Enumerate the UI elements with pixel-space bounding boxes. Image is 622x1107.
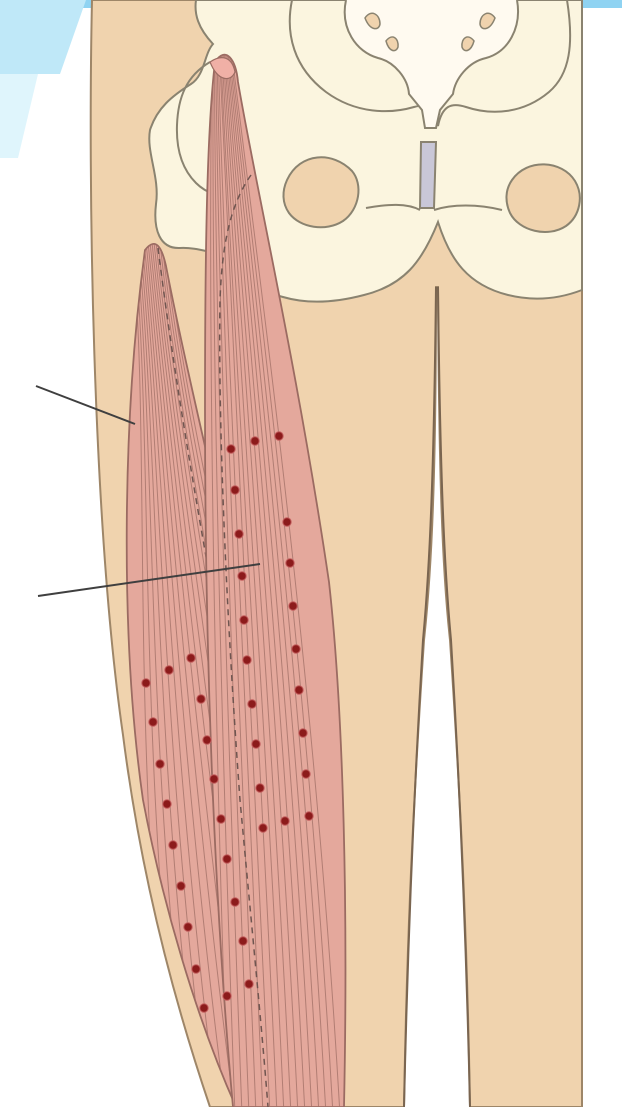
nerve-point-icon — [165, 666, 173, 674]
nerve-point-icon — [177, 882, 185, 890]
nerve-point-icon — [156, 760, 164, 768]
nerve-point-icon — [217, 815, 225, 823]
nerve-point-icon — [210, 775, 218, 783]
obturator-foramen-right — [506, 164, 579, 232]
nerve-point-icon — [192, 965, 200, 973]
nerve-point-icon — [275, 432, 283, 440]
nerve-point-icon — [292, 645, 300, 653]
nerve-point-icon — [243, 656, 251, 664]
nerve-point-icon — [252, 740, 260, 748]
nerve-point-icon — [184, 923, 192, 931]
nerve-point-icon — [235, 530, 243, 538]
nerve-point-icon — [227, 445, 235, 453]
slide-corner-shadow — [0, 74, 38, 158]
nerve-point-icon — [259, 824, 267, 832]
nerve-point-icon — [223, 855, 231, 863]
nerve-point-icon — [231, 898, 239, 906]
nerve-point-icon — [283, 518, 291, 526]
nerve-point-icon — [203, 736, 211, 744]
nerve-point-icon — [197, 695, 205, 703]
nerve-point-icon — [299, 729, 307, 737]
nerve-point-icon — [295, 686, 303, 694]
nerve-point-icon — [256, 784, 264, 792]
nerve-point-icon — [286, 559, 294, 567]
nerve-point-icon — [240, 616, 248, 624]
nerve-point-icon — [231, 486, 239, 494]
nerve-point-icon — [238, 572, 246, 580]
nerve-point-icon — [200, 1004, 208, 1012]
pubic-symphysis — [420, 142, 436, 208]
nerve-point-icon — [163, 800, 171, 808]
nerve-point-icon — [239, 937, 247, 945]
obturator-foramen-left — [283, 157, 358, 227]
nerve-point-icon — [251, 437, 259, 445]
nerve-point-icon — [187, 654, 195, 662]
nerve-point-icon — [289, 602, 297, 610]
nerve-point-icon — [248, 700, 256, 708]
nerve-point-icon — [149, 718, 157, 726]
slide-corner-decoration-icon — [0, 0, 86, 74]
nerve-point-icon — [245, 980, 253, 988]
nerve-point-icon — [281, 817, 289, 825]
nerve-point-icon — [223, 992, 231, 1000]
nerve-point-icon — [305, 812, 313, 820]
nerve-point-icon — [142, 679, 150, 687]
nerve-point-icon — [169, 841, 177, 849]
nerve-point-icon — [302, 770, 310, 778]
